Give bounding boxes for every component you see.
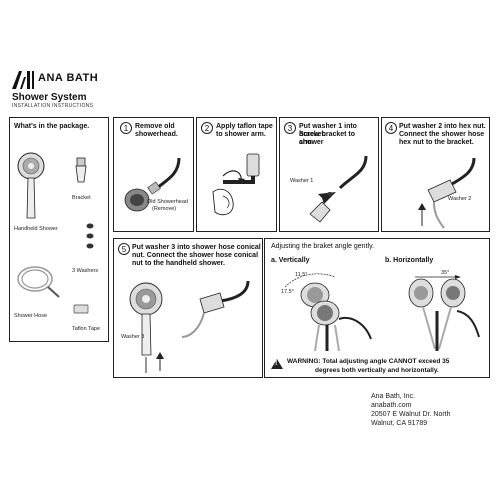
brand-name: ANA BATH	[38, 72, 99, 84]
ana-bath-logo-icon	[12, 71, 34, 89]
vertical-angle-upper: 11.5°	[295, 272, 308, 278]
taflon-tape-label: Taflon Tape	[72, 326, 101, 332]
washers-icon	[86, 223, 94, 249]
warning-icon	[271, 359, 283, 369]
document-subtitle: INSTALLATION INSTRUCTIONS	[12, 103, 94, 109]
old-showerhead-label-line1: Old Showerhead	[147, 199, 188, 205]
bracket-label: Bracket	[72, 195, 91, 201]
warning-text-line1: WARNING: Total adjusting angle CANNOT ex…	[287, 358, 450, 365]
step-3-panel: 3 Put washer 1 into bracket. Screw brack…	[279, 117, 379, 232]
step-4-number: 4	[385, 122, 397, 134]
bracket-icon	[75, 157, 87, 183]
horizontal-label: b. Horizontally	[385, 257, 434, 264]
package-heading: What's in the package.	[14, 123, 90, 130]
step-3-text-line1: Put washer 1 into bracket.	[299, 123, 357, 138]
step-4-text-line2: Connect the shower hose	[399, 131, 485, 138]
apply-tape-icon	[212, 153, 260, 216]
handheld-shower-label: Handheld Shower	[14, 226, 58, 232]
old-showerhead-icon	[124, 157, 181, 212]
step-2-number: 2	[201, 122, 213, 134]
step-4-text-line1: Put washer 2 into hex nut.	[399, 123, 486, 130]
vertical-angle-lower: 17.5°	[281, 289, 294, 295]
warning-text-line2: degrees both vertically and horizontally…	[315, 367, 439, 374]
step-5-panel: 5 Put washer 3 into shower hose conical …	[113, 238, 263, 378]
step-5-number: 5	[118, 243, 130, 255]
step-3-text-line3: arm.	[299, 139, 314, 146]
step-5-text-line2: nut. Connect the shower hose conical	[132, 252, 259, 259]
package-panel: What's in the package. Handheld Shower B…	[9, 117, 109, 342]
company-street: 20507 E Walnut Dr. North	[371, 411, 451, 418]
step-4-panel: 4 Put washer 2 into hex nut. Connect the…	[381, 117, 490, 232]
step-2-text-line2: to shower arm.	[216, 131, 266, 138]
warning-icon-mark: !	[275, 360, 278, 367]
washer-1-label: Washer 1	[290, 178, 314, 184]
old-showerhead-label-line2: (Remove)	[152, 206, 177, 212]
shower-hose-icon	[17, 266, 60, 298]
step-1-text-line1: Remove old	[135, 123, 175, 130]
handheld-shower-icon	[17, 152, 45, 219]
company-city: Walnut, CA 91789	[371, 420, 428, 427]
step-2-text-line1: Apply taflon tape	[216, 123, 273, 130]
step-1-text-line2: showerhead.	[135, 131, 178, 138]
step-3-text-line2: Screw bracket to shower	[299, 131, 356, 146]
step-5-text-line1: Put washer 3 into shower hose conical	[132, 244, 261, 251]
step-3-number: 3	[284, 122, 296, 134]
horizontal-adjust-icon	[408, 275, 480, 351]
company-name: Ana Bath, Inc.	[371, 393, 415, 400]
bracket-install-icon	[309, 155, 368, 223]
washers-label: 3 Washers	[72, 268, 99, 274]
adjusting-heading: Adjusting the braket angle gently.	[271, 243, 374, 250]
adjusting-panel: Adjusting the braket angle gently. a. Ve…	[264, 238, 490, 378]
vertical-adjust-icon	[284, 273, 372, 352]
step-1-panel: 1 Remove old showerhead. Old Showerhead …	[113, 117, 194, 232]
vertical-label: a. Vertically	[271, 257, 310, 264]
hose-connect-icon	[418, 157, 476, 229]
step-1-number: 1	[120, 122, 132, 134]
horizontal-angle: 35°	[441, 270, 450, 276]
company-website[interactable]: anabath.com	[371, 402, 412, 409]
washer-3-label: Washer 3	[121, 334, 145, 340]
handheld-connect-icon	[129, 280, 250, 373]
step-4-text-line3: hex nut to the bracket.	[399, 139, 474, 146]
step-5-text-line3: nut to the handheld shower.	[132, 260, 225, 267]
washer-2-label: Washer 2	[448, 196, 472, 202]
document-title: Shower System	[12, 92, 87, 103]
step-2-panel: 2 Apply taflon tape to shower arm.	[196, 117, 277, 232]
shower-hose-label: Shower Hose	[14, 313, 48, 319]
taflon-tape-icon	[73, 304, 89, 314]
